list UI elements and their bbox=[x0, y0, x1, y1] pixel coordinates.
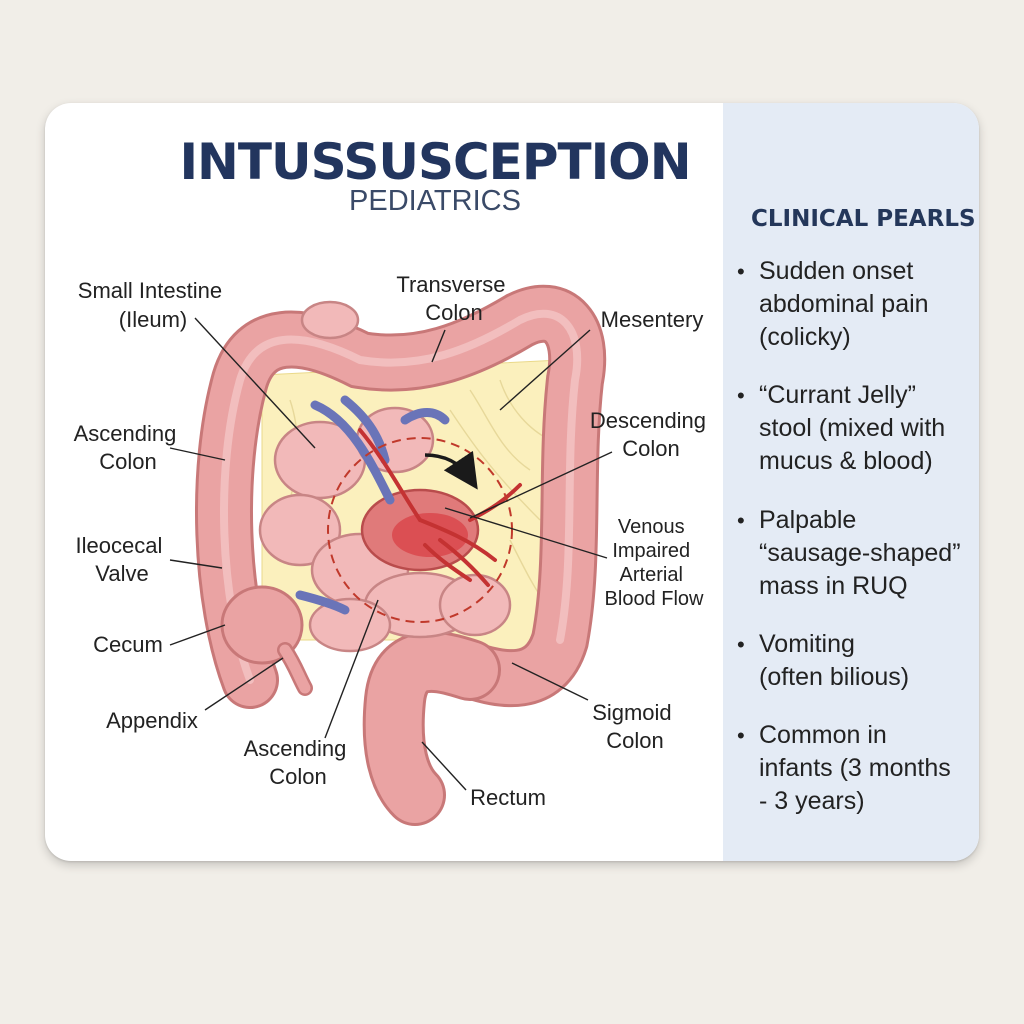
label-ascending-colon-lower: Ascending Colon bbox=[244, 736, 353, 789]
small-intestine-loops bbox=[258, 300, 512, 653]
bullet-icon: • bbox=[737, 508, 745, 533]
pearl-text: “Currant Jelly” stool (mixed with mucus … bbox=[759, 381, 946, 475]
label-appendix: Appendix bbox=[106, 708, 198, 733]
anatomy-diagram: INTUSSUSCEPTION PEDIATRICS bbox=[45, 103, 723, 861]
leader-lines bbox=[169, 317, 613, 791]
label-mesentery: Mesentery bbox=[601, 307, 704, 332]
label-ascending-colon-upper: Ascending Colon bbox=[74, 421, 183, 474]
colon-highlight bbox=[220, 309, 582, 684]
pearl-item: • “Currant Jelly” stool (mixed with mucu… bbox=[737, 379, 973, 478]
label-transverse-colon: Transverse Colon bbox=[396, 272, 511, 325]
page-title: INTUSSUSCEPTION bbox=[179, 133, 691, 191]
label-blood-flow: Venous Impaired Arterial Blood Flow bbox=[605, 516, 704, 610]
focus-circle bbox=[327, 437, 513, 623]
pearl-text: Sudden onset abdominal pain (colicky) bbox=[759, 257, 929, 351]
clinical-pearls-panel: CLINICAL PEARLS • Sudden onset abdominal… bbox=[723, 103, 979, 861]
label-cecum: Cecum bbox=[93, 632, 163, 657]
bullet-icon: • bbox=[737, 259, 745, 284]
pearl-item: • Vomiting (often bilious) bbox=[737, 628, 973, 694]
infographic-card: INTUSSUSCEPTION PEDIATRICS CLINICAL PEAR… bbox=[45, 103, 979, 861]
label-descending-colon: Descending Colon bbox=[590, 408, 712, 461]
pearl-text: Vomiting (often bilious) bbox=[759, 630, 910, 691]
page-subtitle: PEDIATRICS bbox=[349, 185, 521, 217]
pearl-text: Common in infants (3 months - 3 years) bbox=[759, 721, 951, 815]
pearl-item: • Palpable “sausage-shaped” mass in RUQ bbox=[737, 504, 973, 603]
vein-vessels bbox=[295, 395, 450, 615]
direction-arrow-icon bbox=[424, 450, 478, 490]
label-sigmoid-colon: Sigmoid Colon bbox=[592, 700, 678, 753]
pearl-text: Palpable “sausage-shaped” mass in RUQ bbox=[759, 506, 961, 600]
pearl-item: • Sudden onset abdominal pain (colicky) bbox=[737, 255, 973, 354]
bullet-icon: • bbox=[737, 632, 745, 657]
pearl-item: • Common in infants (3 months - 3 years) bbox=[737, 719, 973, 818]
clinical-pearls-heading: CLINICAL PEARLS bbox=[751, 206, 976, 232]
bullet-icon: • bbox=[737, 723, 745, 748]
bullet-icon: • bbox=[737, 383, 745, 408]
label-ileocecal-valve: Ileocecal Valve bbox=[76, 533, 169, 586]
label-rectum: Rectum bbox=[470, 785, 546, 810]
label-small-intestine: Small Intestine (Ileum) bbox=[78, 278, 228, 332]
